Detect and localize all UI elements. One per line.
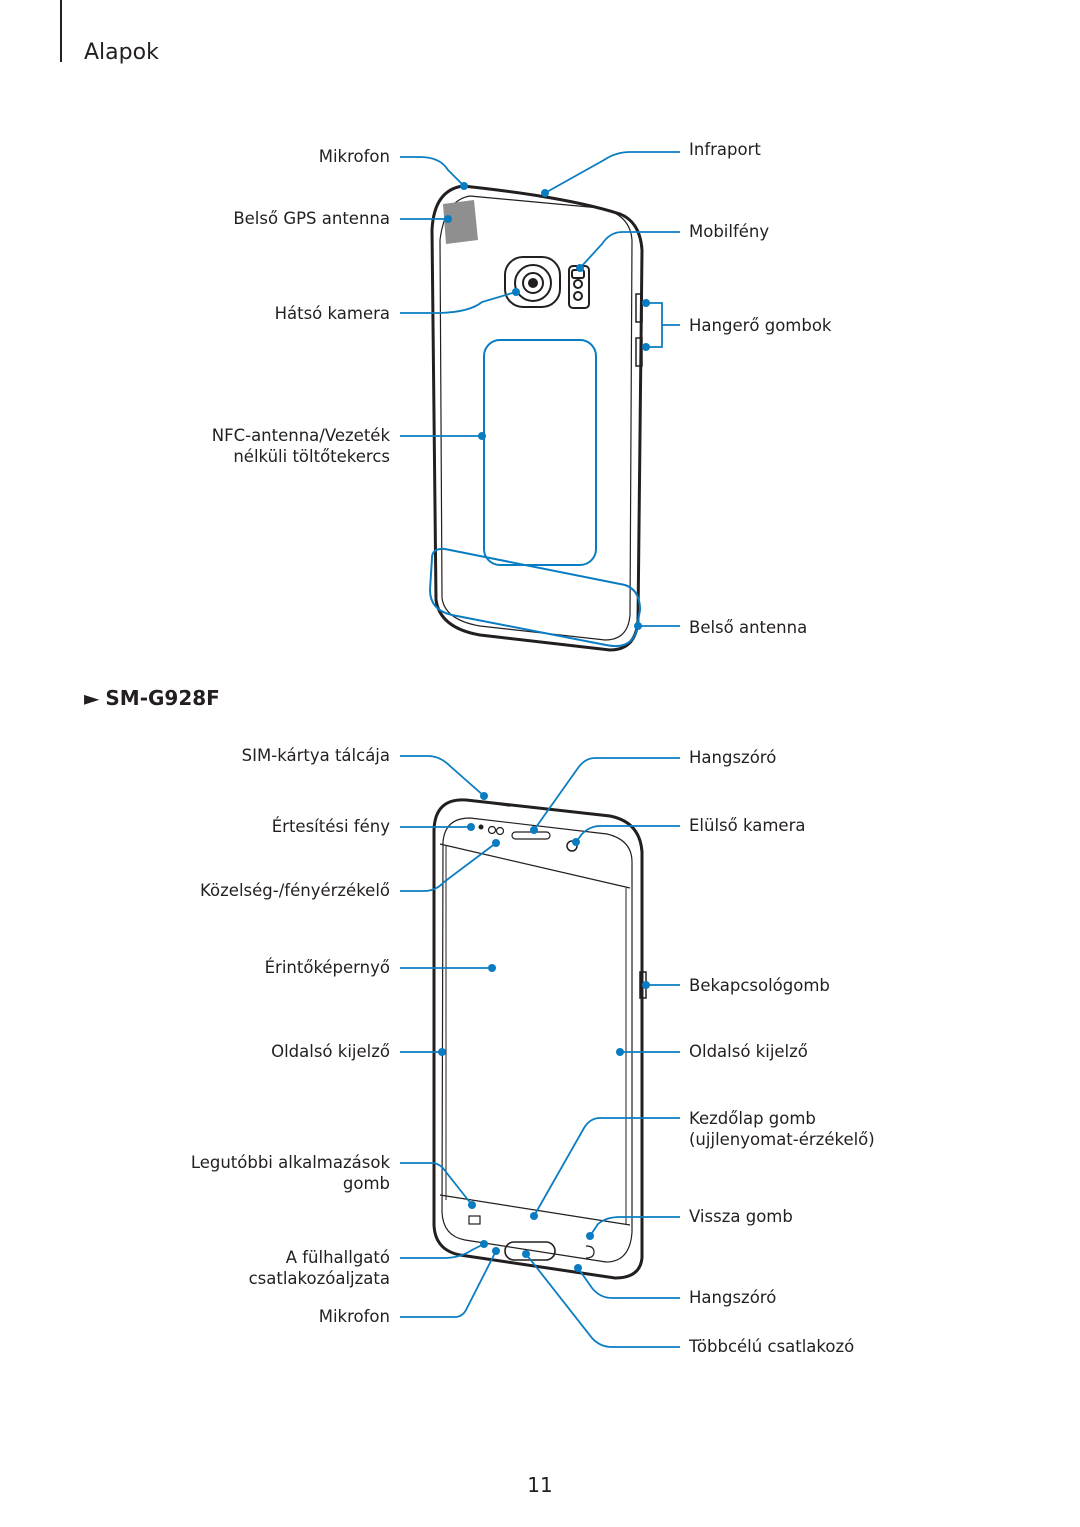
gps-antenna-patch [443,200,478,244]
model-heading: ►SM-G928F [84,686,220,710]
header-rule [60,0,62,62]
label-side-display-left: Oldalsó kijelző [271,1042,390,1061]
model-name: SM-G928F [105,686,220,710]
label-headset-jack-line2: csatlakozóaljzata [248,1269,390,1288]
label-power-button: Bekapcsológomb [689,976,830,995]
front-phone-illustration [432,798,647,1280]
label-speaker-bottom: Hangszóró [689,1288,777,1307]
label-gps-antenna: Belső GPS antenna [233,209,390,228]
label-recent-apps-line2: gomb [342,1174,390,1193]
label-multipurpose-jack: Többcélú csatlakozó [689,1337,855,1356]
label-touchscreen: Érintőképernyő [264,958,390,977]
front-callouts [400,755,680,1348]
label-home-button-line2: (ujjlenyomat-érzékelő) [689,1130,875,1149]
label-recent-apps-line1: Legutóbbi alkalmazások [190,1153,390,1172]
label-nfc-line1: NFC-antenna/Vezeték [211,426,390,445]
label-speaker-top: Hangszóró [689,748,777,767]
label-rear-camera: Hátsó kamera [274,304,390,323]
back-phone-illustration [430,184,644,652]
page-number: 11 [527,1473,553,1497]
label-mikrofon-back: Mikrofon [318,147,390,166]
label-side-display-right: Oldalsó kijelző [689,1042,808,1061]
label-back-button: Vissza gomb [689,1207,793,1226]
section-title: Alapok [84,40,159,65]
label-mikrofon-front: Mikrofon [318,1307,390,1326]
label-proximity-sensor: Közelség-/fényérzékelő [200,881,390,900]
nfc-coil [483,339,597,566]
label-notification-light: Értesítési fény [271,817,390,836]
back-callouts [400,151,680,627]
label-mobilfeny: Mobilfény [689,222,770,241]
label-home-button-line1: Kezdőlap gomb [689,1109,816,1128]
label-infraport: Infraport [689,140,761,159]
arrow-icon: ► [84,686,100,710]
label-nfc-line2: nélküli töltőtekercs [233,447,390,466]
label-headset-jack-line1: A fülhallgató [285,1248,390,1267]
label-inner-antenna: Belső antenna [689,618,808,637]
front-callout-dots [438,792,650,1272]
label-volume-buttons: Hangerő gombok [689,316,832,335]
antenna-region [428,547,642,648]
label-sim-tray: SIM-kártya tálcája [241,746,390,765]
label-front-camera: Elülső kamera [689,816,806,835]
back-callout-dots [444,182,650,630]
